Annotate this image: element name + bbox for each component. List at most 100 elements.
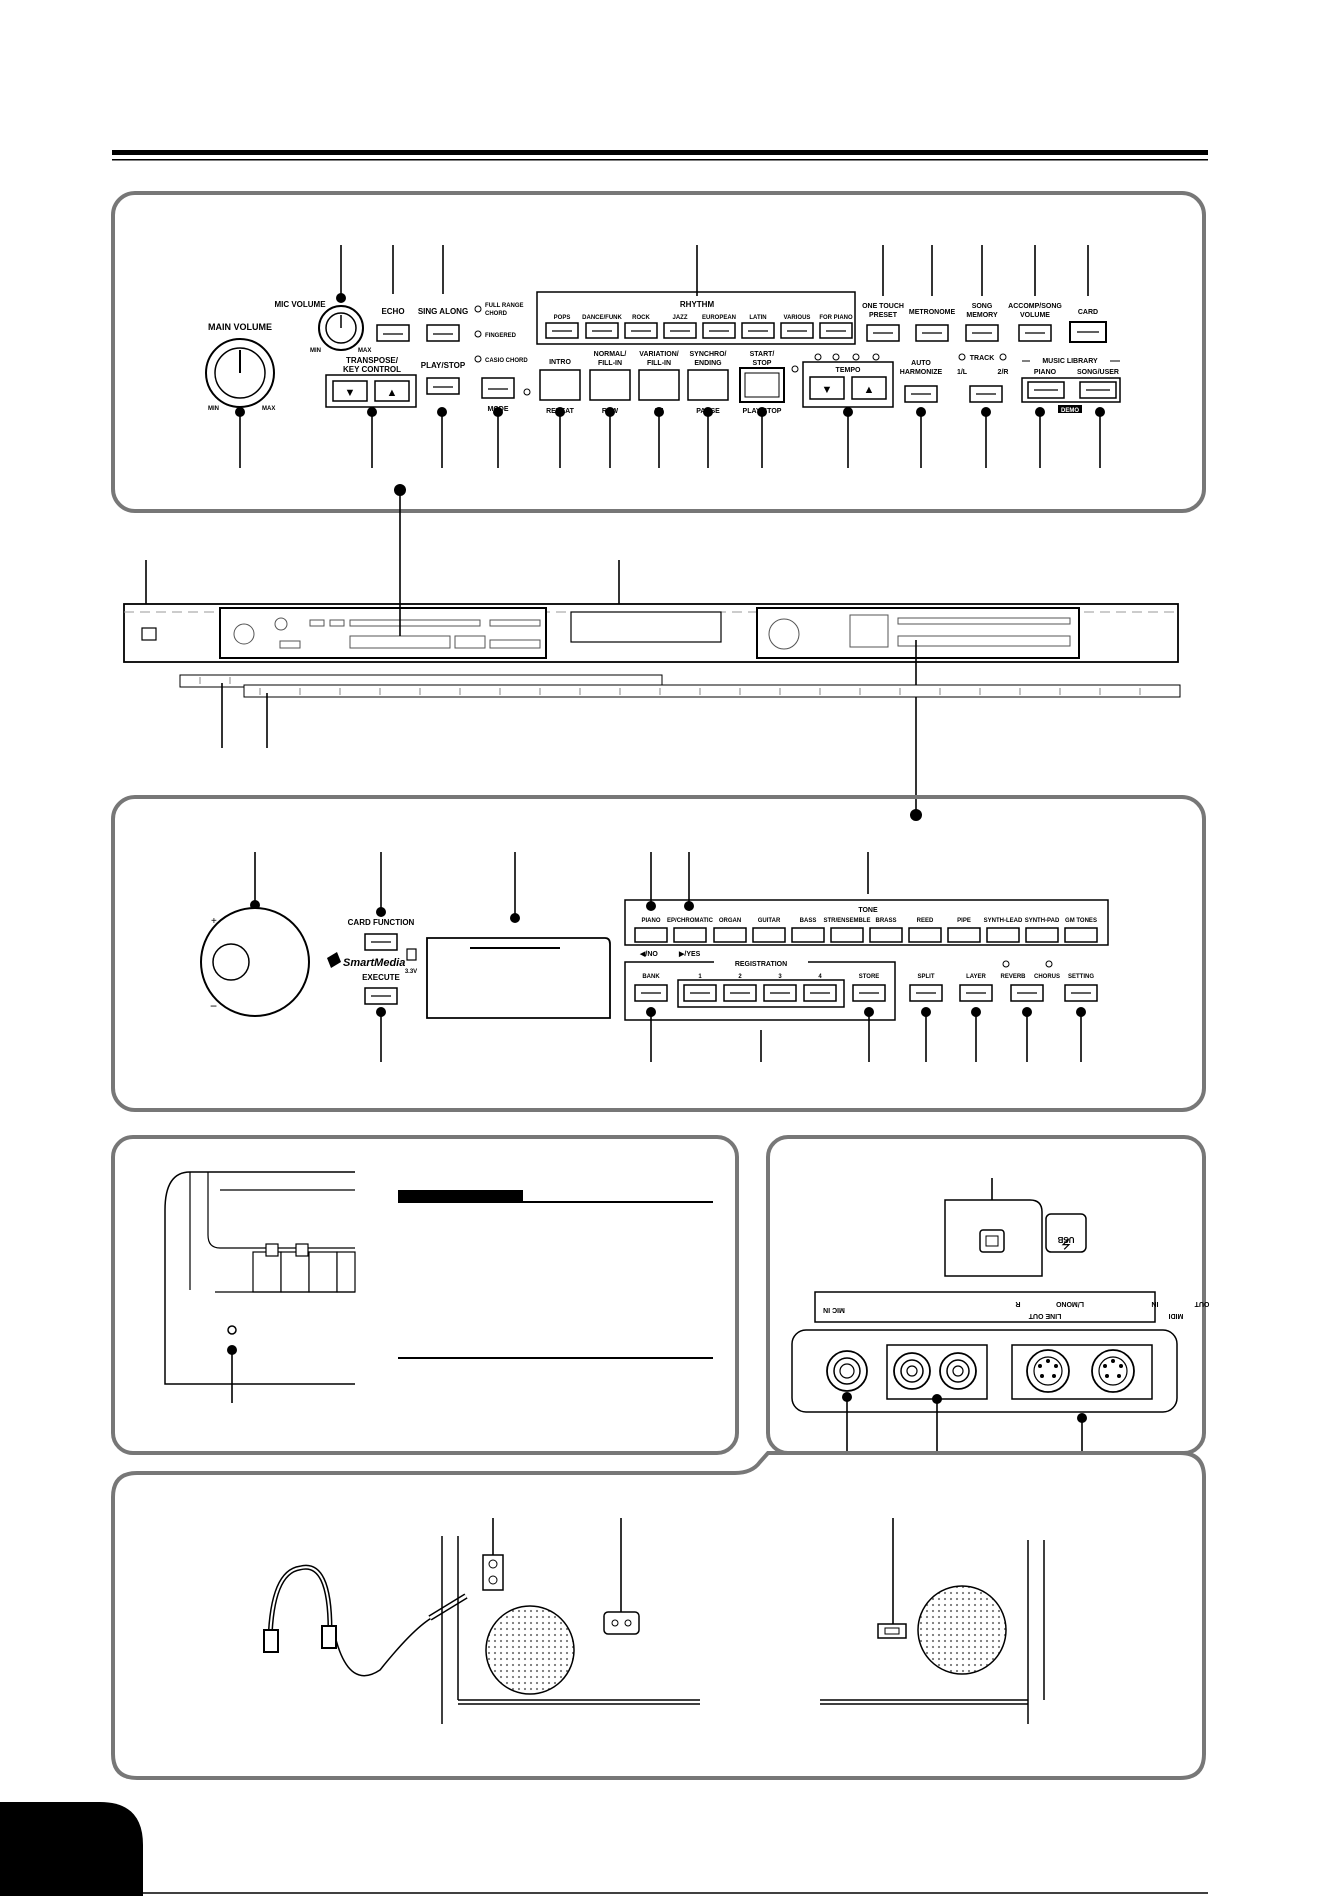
overview-bottom-panel-highlight	[756, 607, 1080, 659]
music-library-label: MUSIC LIBRARY	[1042, 358, 1098, 365]
tone-button-reed[interactable]	[908, 927, 942, 943]
auto-harmonize-label-1: AUTO	[911, 360, 931, 367]
main-volume-knob[interactable]	[205, 338, 275, 408]
transpose-down-button[interactable]	[332, 380, 368, 402]
rear-underside-panel	[111, 1451, 1206, 1780]
usb-port[interactable]	[979, 1229, 1005, 1253]
start-stop-button[interactable]	[739, 367, 785, 403]
line-out-r-jack[interactable]	[939, 1352, 977, 1390]
track-2-indicator	[999, 353, 1007, 361]
mode-button[interactable]	[481, 377, 515, 399]
chorus-label: CHORUS	[1034, 974, 1060, 980]
chord-label: CHORD	[485, 311, 508, 317]
tone-button-str-ensemble[interactable]	[830, 927, 864, 943]
reverb-indicator	[1002, 960, 1010, 968]
line-out-l-jack[interactable]	[893, 1352, 931, 1390]
tone-buttons: PIANO EP/CHROMATIC ORGAN GUITAR BASS STR…	[634, 918, 1098, 943]
rhythm-label-for-piano: FOR PIANO	[819, 315, 853, 321]
tone-button-ep-chromatic[interactable]	[673, 927, 707, 943]
repeat-label: REPEAT	[546, 408, 575, 415]
mic-in-jack[interactable]	[826, 1350, 868, 1392]
tempo-up-button[interactable]	[851, 376, 887, 400]
registration-label: REGISTRATION	[735, 961, 787, 968]
transpose-up-button[interactable]	[374, 380, 410, 402]
tone-label-guitar: GUITAR	[758, 918, 781, 924]
normal-fill-in-button[interactable]	[589, 369, 631, 401]
mic-volume-knob[interactable]	[318, 305, 364, 351]
reg-4-label: 4	[818, 974, 822, 980]
echo-button[interactable]	[376, 324, 410, 342]
one-touch-label-2: PRESET	[869, 312, 898, 319]
rhythm-label-jazz: JAZZ	[673, 315, 688, 321]
main-volume-label: MAIN VOLUME	[208, 322, 272, 332]
one-touch-label-1: ONE TOUCH	[862, 303, 904, 310]
synchro-ending-button[interactable]	[687, 369, 729, 401]
tone-button-gm-tones[interactable]	[1064, 927, 1098, 943]
rear-terminals-panel: USB ⭍ MIC IN LINE OUT R L/MONO MIDI IN O…	[766, 1135, 1209, 1455]
tone-label-reed: REED	[917, 918, 934, 924]
pedal-connector[interactable]	[877, 1623, 907, 1639]
store-label: STORE	[859, 974, 880, 980]
sing-along-button[interactable]	[426, 324, 460, 342]
sing-along-label: SING ALONG	[418, 307, 468, 316]
bottom-control-panel: + − CARD FUNCTION SmartMedia 3.3V EXECUT…	[111, 795, 1206, 1112]
rhythm-label-european: EUROPEAN	[702, 315, 736, 321]
demo-label: DEMO	[1061, 408, 1079, 414]
tempo-down-button[interactable]	[809, 376, 845, 400]
top-control-panel: MAIN VOLUME MIN MAX MIC VOLUME MIN MAX E…	[111, 191, 1206, 513]
reg-3-label: 3	[778, 974, 782, 980]
tone-label-str: STR/ENSEMBLE	[823, 918, 870, 924]
header-rule	[112, 150, 1208, 161]
chorus-indicator	[1045, 960, 1053, 968]
layer-label: LAYER	[966, 974, 986, 980]
tone-button-synth-lead[interactable]	[986, 927, 1020, 943]
midi-out-port[interactable]	[1091, 1349, 1135, 1393]
track-1-indicator	[958, 353, 966, 361]
track-label: TRACK	[970, 355, 995, 362]
smartmedia-logo: SmartMedia	[327, 952, 405, 969]
tone-button-synth-pad[interactable]	[1025, 927, 1059, 943]
synchro-ending-label-2: ENDING	[694, 360, 722, 367]
power-button[interactable]	[141, 627, 157, 641]
rhythm-label: RHYTHM	[680, 300, 715, 309]
right-speaker	[917, 1585, 1007, 1675]
tone-button-brass[interactable]	[869, 927, 903, 943]
rhythm-group	[536, 291, 856, 345]
line-out-l-mono-label: L/MONO	[1055, 1300, 1084, 1307]
play-stop-button[interactable]	[426, 377, 460, 395]
tone-button-pipe[interactable]	[947, 927, 981, 943]
overview-display	[570, 611, 722, 643]
page-tab	[0, 1802, 143, 1896]
power-inlet[interactable]	[603, 1611, 640, 1635]
mic-volume-label: MIC VOLUME	[274, 300, 326, 309]
mic-in-label: MIC IN	[823, 1306, 845, 1313]
down-arrow-icon: ▼	[345, 387, 356, 399]
midi-in-port[interactable]	[1026, 1349, 1070, 1393]
midi-label: MIDI	[1169, 1312, 1184, 1319]
tone-button-piano[interactable]	[634, 927, 668, 943]
chord-mode-indicators	[474, 305, 531, 396]
callout-dots-top	[235, 293, 1105, 417]
jack-panel	[791, 1329, 1178, 1413]
tone-button-guitar[interactable]	[752, 927, 786, 943]
tempo-group	[802, 361, 894, 408]
card-icon	[406, 948, 417, 961]
metronome-label: METRONOME	[909, 309, 956, 316]
tone-button-bass[interactable]	[791, 927, 825, 943]
tone-button-organ[interactable]	[713, 927, 747, 943]
accomp-volume-label-2: VOLUME	[1020, 312, 1050, 319]
dial-minus-icon: −	[210, 999, 217, 1013]
main-volume-min: MIN	[208, 406, 219, 412]
transpose-label-1: TRANSPOSE/	[346, 356, 399, 365]
auto-harmonize-label-2: HARMONIZE	[900, 369, 943, 376]
dial[interactable]	[200, 907, 310, 1017]
dial-plus-icon: +	[211, 916, 217, 927]
variation-fill-in-button[interactable]	[638, 369, 680, 401]
tone-label-piano: PIANO	[641, 918, 660, 924]
reg-2-label: 2	[738, 974, 742, 980]
mode-label: MODE	[488, 406, 509, 413]
execute-label: EXECUTE	[362, 973, 400, 982]
intro-button[interactable]	[539, 369, 581, 401]
callout-lines-top	[239, 245, 1101, 468]
usb-label: USB	[1057, 1235, 1074, 1244]
